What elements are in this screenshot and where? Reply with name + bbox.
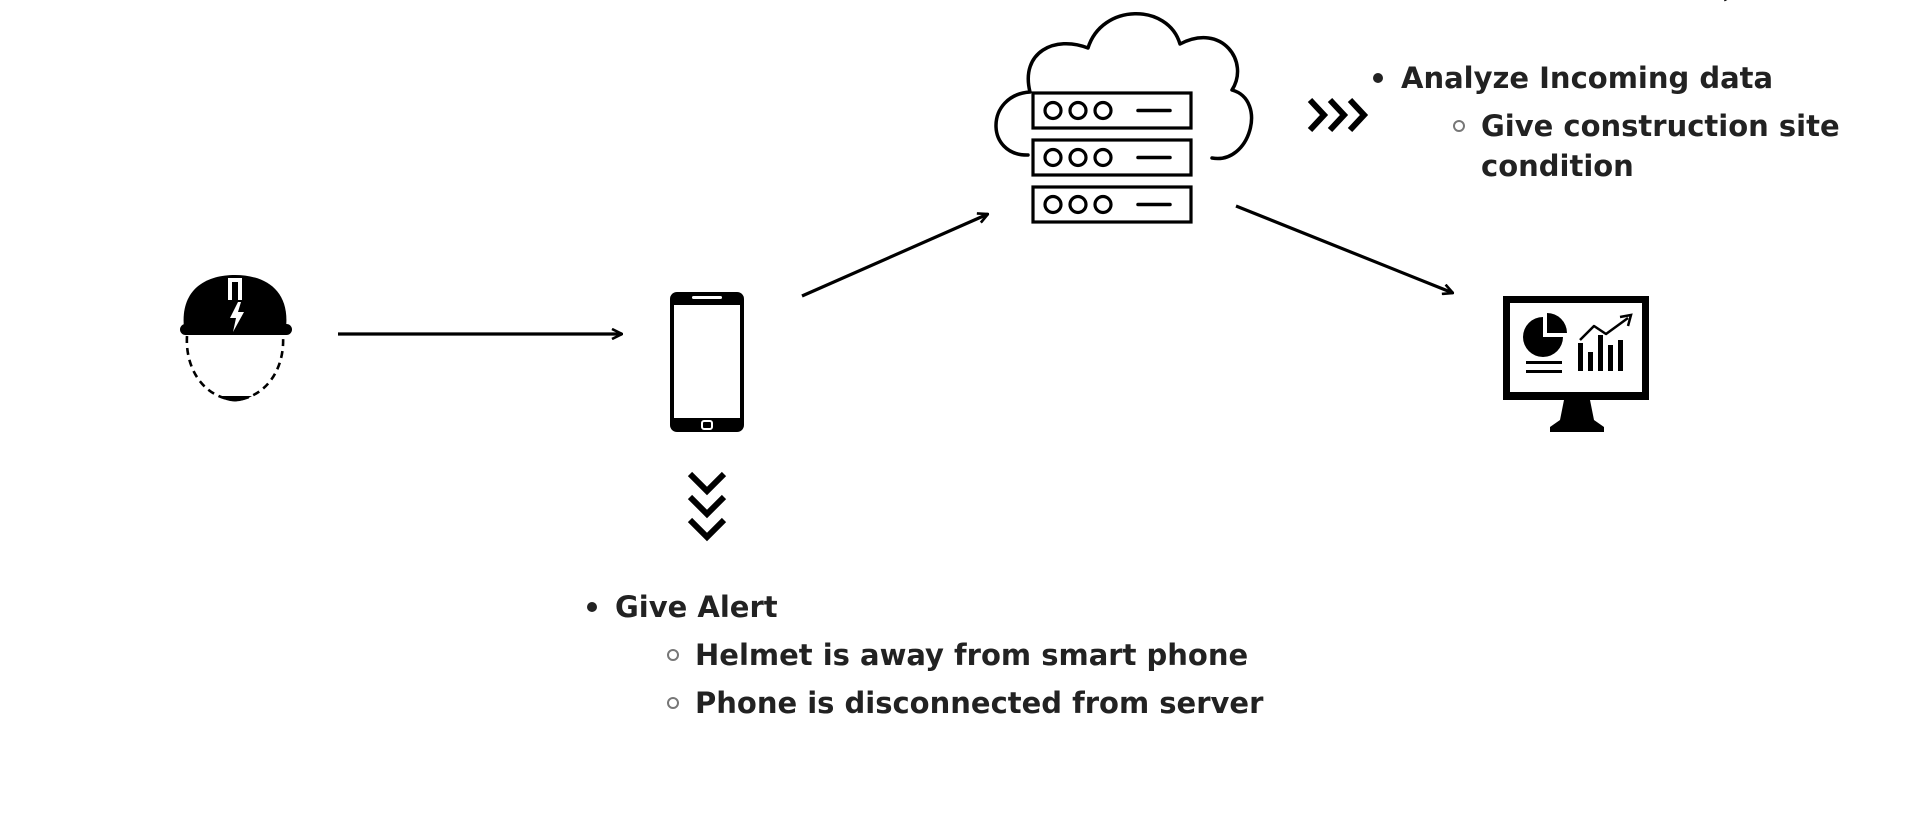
smart-helmet-icon — [180, 275, 292, 402]
phone-note-sub-text: Phone is disconnected from server — [695, 686, 1264, 720]
server-note-bullet: Analyze Incoming data Give construction … — [1371, 58, 1920, 186]
server-note-sublist: Give construction site condition — [1401, 106, 1920, 186]
phone-note-sublist: Helmet is away from smart phone Phone is… — [615, 635, 1263, 723]
triple-chevron-right-icon — [1307, 97, 1369, 133]
smartphone-icon — [670, 292, 744, 432]
triple-chevron-down-icon — [687, 471, 727, 542]
phone-note-text: Give Alert — [615, 590, 778, 624]
phone-note-sub-item: Helmet is away from smart phone — [615, 635, 1263, 675]
phone-note: Give Alert Helmet is away from smart pho… — [585, 587, 1263, 731]
phone-note-bullet: Give Alert Helmet is away from smart pho… — [585, 587, 1263, 723]
phone-note-sub-text: Helmet is away from smart phone — [695, 638, 1249, 672]
monitor-dashboard-icon — [1503, 296, 1649, 432]
server-note-sub-item: Give construction site condition — [1401, 106, 1920, 186]
phone-note-sub-item: Phone is disconnected from server — [615, 683, 1263, 723]
arrow-phone-to-server — [801, 214, 988, 298]
arrow-server-to-dashboard — [1235, 204, 1453, 293]
server-note-text: Analyze Incoming data — [1401, 61, 1774, 95]
cloud-server-icon — [994, 12, 1254, 224]
server-note: Analyze Incoming data Give construction … — [1371, 58, 1920, 194]
server-note-sub-text: Give construction site condition — [1481, 109, 1840, 183]
